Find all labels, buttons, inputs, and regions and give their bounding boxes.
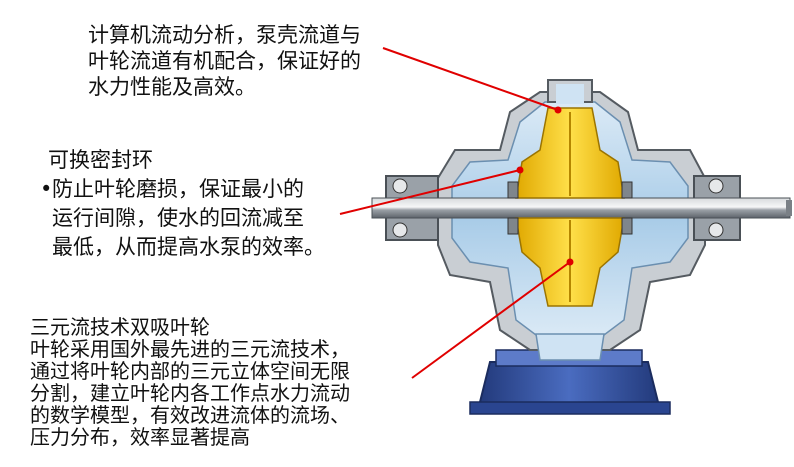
annotation-seal-ring: 可换密封环 •防止叶轮磨损，保证最小的 运行间隙，使水的回流减至 最低，从而提高… (40, 146, 325, 262)
annotation-line: 通过将叶轮内部的三元立体空间无限 (30, 359, 350, 383)
annotation-line: 叶轮流道有机配合，保证好的 (88, 49, 361, 73)
annotation-title: 可换密封环 (48, 148, 153, 172)
annotation-impeller: 三元流技术双吸叶轮 叶轮采用国外最先进的三元流技术， 通过将叶轮内部的三元立体空… (30, 316, 350, 448)
annotation-title: 三元流技术双吸叶轮 (30, 315, 210, 339)
leader-lines (339, 47, 574, 379)
leader-line-impeller (411, 261, 571, 379)
seal-ring (507, 181, 633, 235)
leader-line-flow (382, 47, 559, 111)
leader-dot-impeller (566, 258, 574, 266)
annotation-line: 防止叶轮磨损，保证最小的 (52, 177, 304, 201)
annotation-line: 压力分布，效率显著提高 (30, 425, 250, 449)
annotation-line: 分割，建立叶轮内各工作点水力流动 (30, 381, 350, 405)
pump-base (469, 349, 671, 415)
leader-dot-seal (516, 166, 524, 174)
annotation-flow-analysis: 计算机流动分析，泵壳流道与 叶轮流道有机配合，保证好的 水力性能及高效。 (88, 22, 361, 100)
annotation-line: 水力性能及高效。 (88, 75, 256, 99)
leader-line-seal (339, 169, 521, 215)
annotation-line: 的数学模型，有效改进流体的流场、 (30, 403, 350, 427)
annotation-line: 叶轮采用国外最先进的三元流技术， (30, 337, 350, 361)
leader-dot-flow (554, 106, 562, 114)
pump-shaft (371, 197, 792, 219)
annotation-line: 计算机流动分析，泵壳流道与 (88, 23, 361, 47)
annotation-line: 运行间隙，使水的回流减至 (52, 206, 304, 230)
bullet-icon: • (40, 177, 53, 201)
annotation-line: 最低，从而提高水泵的效率。 (52, 235, 325, 259)
